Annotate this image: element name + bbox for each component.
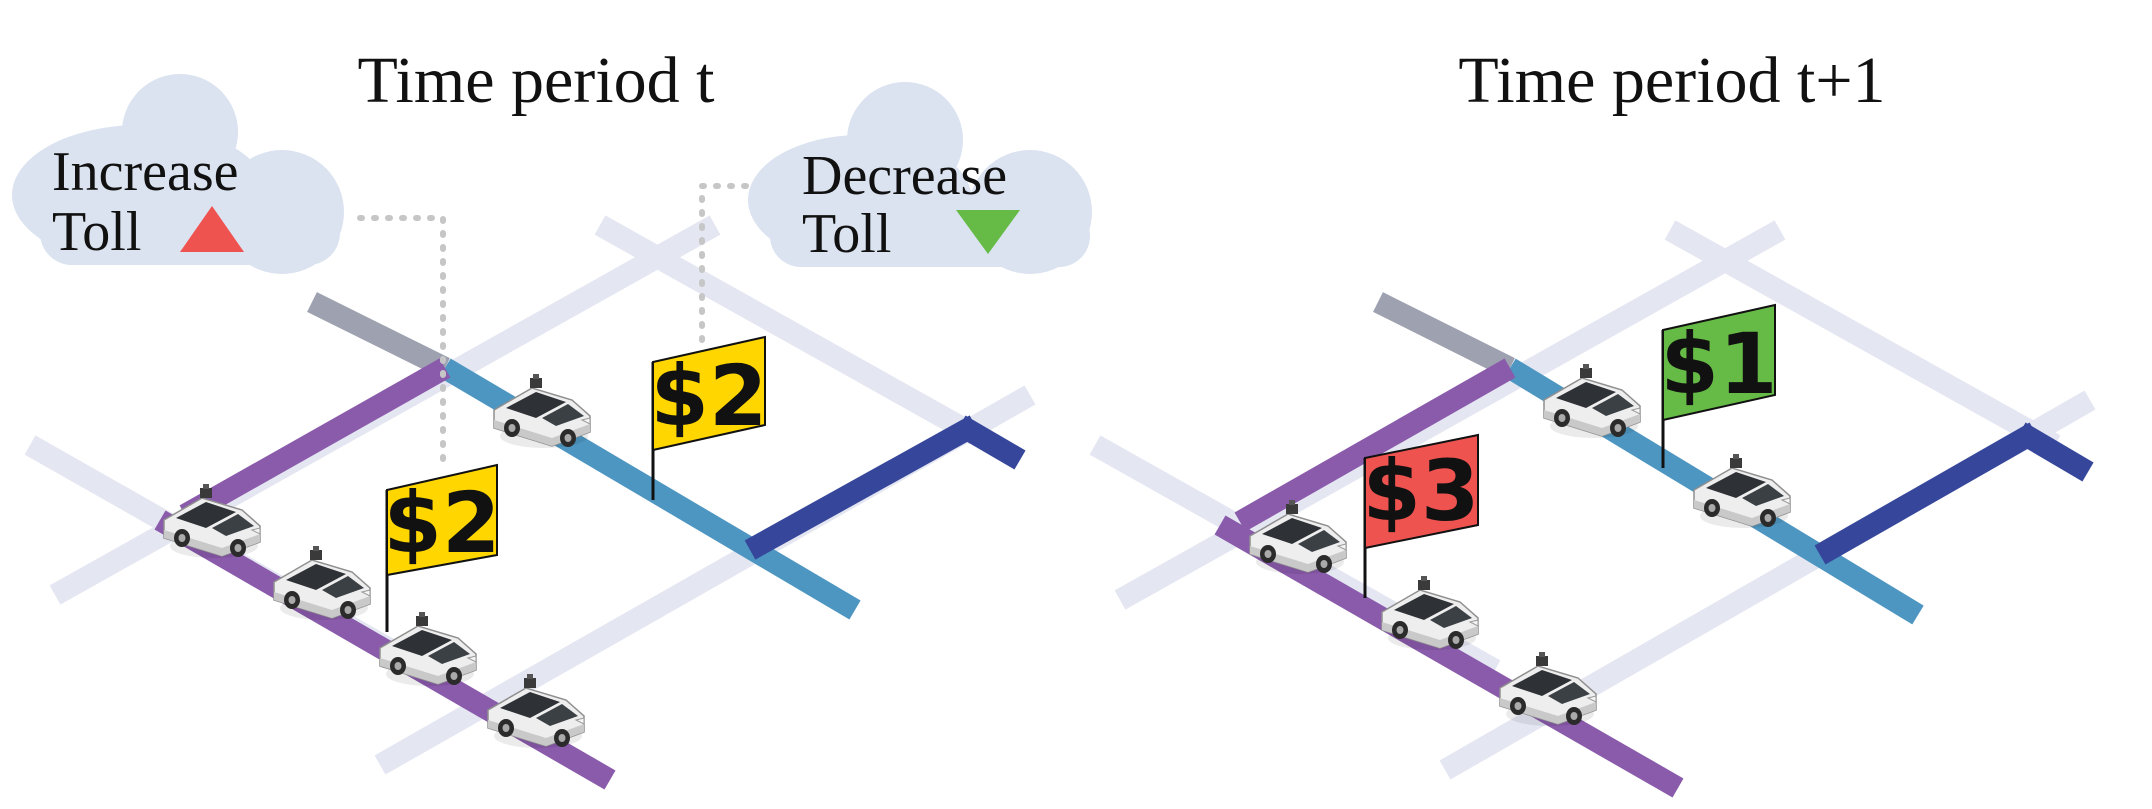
triangle-down-icon <box>956 210 1020 254</box>
toll-flag: $2 <box>384 463 501 632</box>
cloud-line1: Increase <box>52 141 239 203</box>
connector-line <box>357 215 446 463</box>
vehicle <box>493 373 591 449</box>
vehicle <box>1499 651 1597 727</box>
connector-line <box>699 183 763 348</box>
cloud-line1: Decrease <box>802 145 1007 207</box>
road-navy <box>2014 422 2094 482</box>
panel-title: Time period t <box>358 44 715 117</box>
panel-time-period-t-plus-1: Time period t+1 $3 $1 <box>1089 44 2096 798</box>
triangle-up-icon <box>180 206 244 252</box>
toll-price: $3 <box>1363 442 1480 540</box>
toll-price: $2 <box>651 347 768 445</box>
cloud-increase-toll: Increase Toll <box>12 74 344 274</box>
toll-price: $1 <box>1661 315 1778 413</box>
vehicle <box>1693 453 1791 529</box>
road-purple <box>1234 358 1516 532</box>
faint-road <box>1664 220 2061 455</box>
vehicle <box>379 611 477 687</box>
toll-price: $2 <box>384 474 501 572</box>
vehicle <box>1543 363 1641 439</box>
road-gray <box>1373 292 1515 378</box>
road-navy <box>1814 422 2041 565</box>
toll-flag: $3 <box>1363 433 1480 598</box>
faint-road <box>594 215 981 445</box>
road-navy <box>744 415 981 560</box>
vehicle <box>273 545 371 621</box>
cloud-line2: Toll <box>52 201 141 263</box>
cloud-line2: Toll <box>802 203 891 265</box>
panel-title: Time period t+1 <box>1458 44 1885 117</box>
road-navy <box>954 415 1026 470</box>
panel-time-period-t: Time period t Increase Toll <box>12 44 1092 790</box>
background-roads <box>1089 220 2096 780</box>
toll-flag: $1 <box>1661 303 1778 468</box>
cloud-decrease-toll: Decrease Toll <box>748 82 1092 274</box>
vehicle <box>1381 575 1479 651</box>
road-gray <box>307 292 450 378</box>
toll-flag: $2 <box>651 335 768 500</box>
road-purple <box>179 358 451 525</box>
